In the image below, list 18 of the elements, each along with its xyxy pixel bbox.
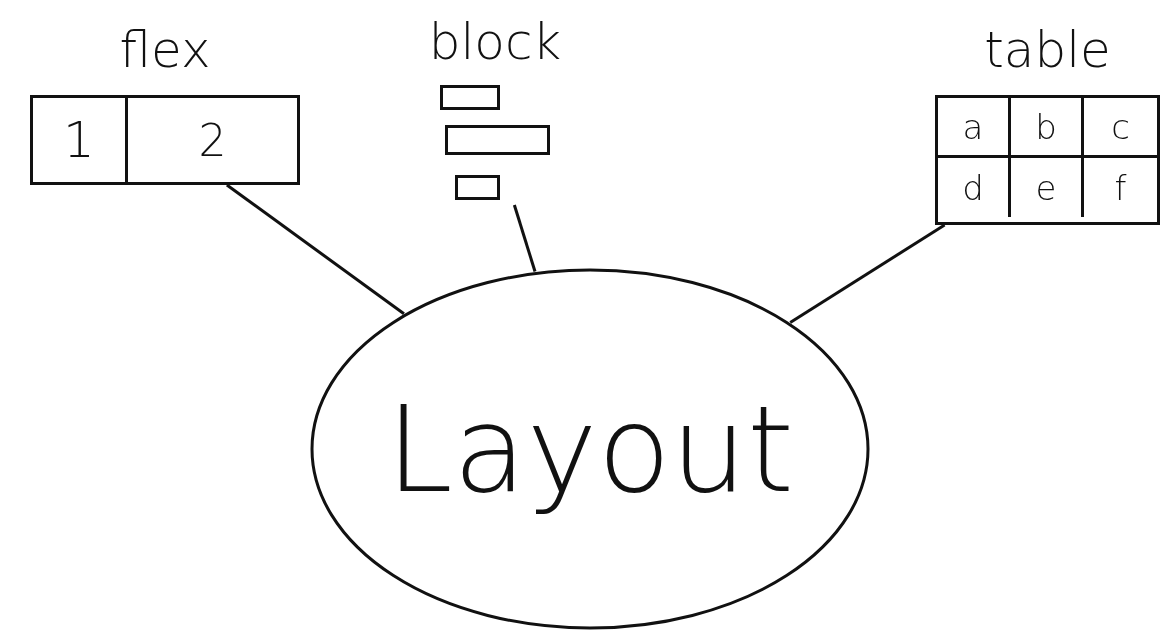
connector-line <box>512 204 537 272</box>
empty-box <box>455 175 500 200</box>
heading: flex <box>118 20 212 81</box>
heading: table <box>983 20 1112 81</box>
empty-box <box>445 125 550 155</box>
empty-box <box>440 85 500 110</box>
cell-text: 2 <box>198 114 227 166</box>
cell-text: d <box>962 167 984 208</box>
cell-text: e <box>1035 167 1057 208</box>
connector-line <box>789 223 946 324</box>
heading: block <box>427 12 563 73</box>
cell-text: c <box>1111 106 1130 147</box>
cell-text: f <box>1114 167 1127 208</box>
cell-text: a <box>962 106 984 147</box>
cell-text: 1 <box>63 111 95 169</box>
cell-text: b <box>1035 106 1057 147</box>
connector-line <box>226 183 405 315</box>
node-label: Layout <box>385 379 795 519</box>
